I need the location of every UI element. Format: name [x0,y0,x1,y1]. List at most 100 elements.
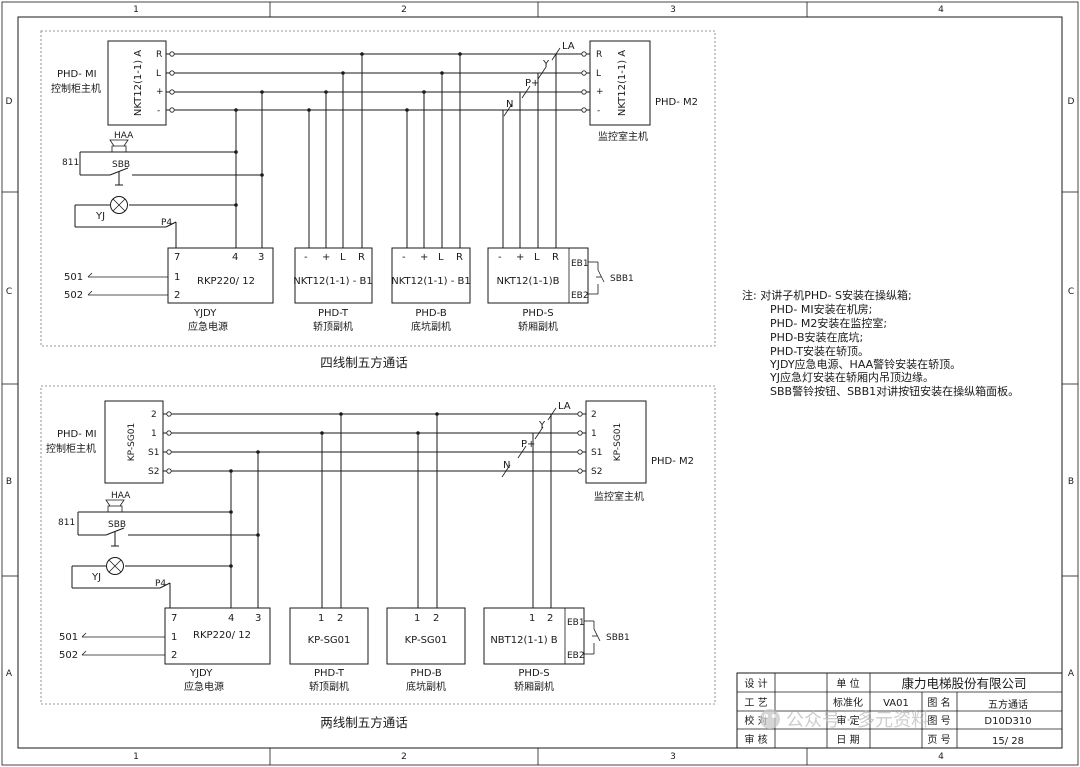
lower-alarm-terminal: 811 [58,518,75,528]
upper-alarm-circuit [74,151,262,248]
col-label-bottom: 1 [133,752,139,762]
lower-sub-id: PHD-B [410,668,442,679]
upper-eb-button-label: SBB1 [610,274,634,284]
upper-master-term: L [156,69,161,79]
lower-bus-lines [163,413,586,472]
lower-sub-term: 2 [547,613,553,624]
upper-junction-dots [234,52,462,207]
upper-sub-desc: 底坑副机 [411,320,451,333]
installation-notes: 注: 对讲子机PHD- S安装在操纵箱; PHD- MI安装在机房; PHD- … [742,288,1019,398]
upper-sub-term: L [438,252,444,263]
lower-power-input-wires [81,632,165,656]
inner-frame [17,16,1063,749]
tb-unit-label: 单 位 [836,677,859,690]
lower-alarm-fuse-label: P4 [155,579,166,589]
col-label-top: 2 [401,5,407,15]
upper-power-wire: 501 [64,272,83,283]
lower-dashed-boundary [40,385,716,705]
upper-master-term: - [157,106,160,116]
tb-review-label: 审 核 [744,733,767,746]
lower-power-term: 4 [228,613,234,624]
col-label-bottom: 4 [938,752,944,762]
upper-monitor-box [589,40,651,126]
upper-sub-desc: 轿顶副机 [313,320,353,333]
upper-eb-label: EB1 [571,259,589,269]
lower-master-term: S2 [148,467,159,477]
lower-monitor-term: S2 [591,467,602,477]
upper-master-term: + [156,87,164,97]
lower-wire-mark-label: P+ [521,439,535,450]
upper-sub-desc: 轿厢副机 [518,320,558,333]
upper-alarm-button-label: SBB [112,160,130,170]
lower-wire-mark-label: LA [558,401,571,412]
upper-power-term: 7 [174,252,180,263]
upper-monitor-term: - [597,106,600,116]
tb-craft-label: 工 艺 [744,697,767,709]
upper-master-model: NKT12(1-1) A [133,50,144,116]
upper-monitor-model: NKT12(1-1) A [617,50,628,116]
lower-sub-model: KP-SG01 [405,635,448,646]
row-label-right: B [1068,477,1074,487]
lower-power-wire: 502 [59,650,78,661]
note-line: PHD-B安装在底坑; [770,330,863,344]
note-line: SBB警铃按钮、SBB1对讲按钮安装在操纵箱面板。 [770,384,1019,398]
lower-master-desc: 控制柜主机 [46,442,96,455]
upper-power-id: YJDY [193,308,217,319]
lamp-icon [106,557,124,575]
lower-power-box [164,607,271,665]
lower-power-id: YJDY [189,668,213,679]
lower-junction-dots [229,412,439,568]
lower-sub-id: PHD-T [314,668,345,679]
upper-alarm-fuse-label: P4 [161,218,172,228]
upper-power-input: 1 [174,272,180,283]
upper-sub-term: - [402,252,406,263]
row-label-right: D [1068,97,1075,107]
tb-company: 康力电梯股份有限公司 [901,676,1026,691]
row-label-left: D [6,97,13,107]
tb-drawing-no: D10D310 [984,716,1031,727]
upper-eb-label: EB2 [571,291,589,301]
row-label-right: C [1068,287,1074,297]
upper-alarm-bell-label: HAA [114,131,134,141]
upper-sub-box [391,247,471,304]
upper-sub-term: R [358,252,365,263]
col-label-bottom: 2 [401,752,407,762]
upper-alarm-terminal: 811 [62,158,79,168]
lower-sub-term: 2 [433,613,439,624]
upper-bus-terminals [169,51,587,113]
lower-alarm-button-label: SBB [108,520,126,530]
lower-sub-box [483,607,585,665]
lower-power-input: 1 [171,632,177,643]
upper-power-term: 3 [258,252,264,263]
upper-sub-model: NKT12(1-1)B [496,276,559,287]
lower-sub-id: PHD-S [518,668,549,679]
upper-wire-mark-label: P+ [525,78,539,89]
col-label-top: 3 [670,5,676,15]
lower-sub-term: 1 [414,613,420,624]
upper-alarm-lamp-label: YJ [95,211,105,222]
row-label-left: B [6,477,12,487]
lower-sub-desc: 轿顶副机 [309,680,349,693]
upper-dashed-boundary [40,30,716,347]
upper-power-input-wires [87,272,168,296]
upper-monitor-id: PHD- M2 [655,97,698,108]
note-line: PHD- M2安装在监控室; [770,316,887,330]
col-label-bottom: 3 [670,752,676,762]
lamp-icon [110,196,128,214]
lower-sub-term: 1 [318,613,324,624]
title-block: 设 计 工 艺 校 对 审 核 单 位 标准化 审 定 日 期 康力电梯股份有限… [736,672,1063,749]
upper-sub-term: - [498,252,502,263]
lower-sub-model: NBT12(1-1) B [490,635,557,646]
upper-power-model: RKP220/ 12 [197,276,255,287]
lower-diagram: PHD- MI 控制柜主机 KP-SG01 2 1 S1 S2 KP-SG01 … [40,385,716,730]
lower-sub-model: KP-SG01 [308,635,351,646]
lower-eb-label: EB1 [567,618,585,628]
lower-monitor-term: 1 [591,429,597,439]
lower-power-wire: 501 [59,632,78,643]
lower-sub-term: 1 [529,613,535,624]
tb-approve-label: 审 定 [836,714,859,727]
tb-date-label: 日 期 [836,734,859,746]
